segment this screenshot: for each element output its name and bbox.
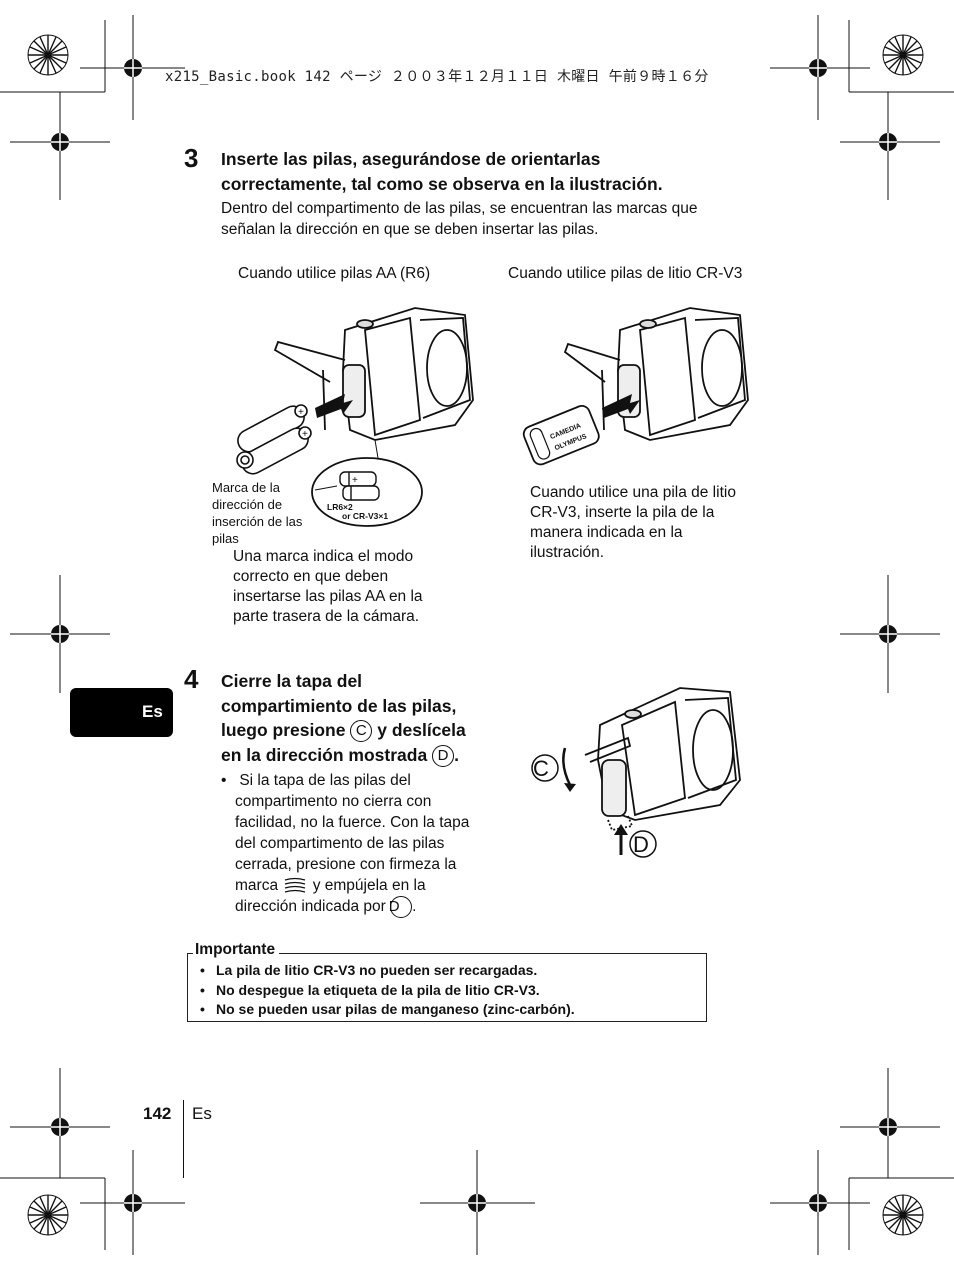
language-tab-label: Es	[142, 702, 163, 721]
step-4-bullets: Si la tapa de las pilas del compartiment…	[221, 770, 521, 918]
caption-aa-batteries: Cuando utilice pilas AA (R6)	[238, 265, 431, 282]
mark-label-line3: inserción de las	[212, 514, 303, 529]
page-number: 142	[143, 1104, 172, 1123]
step-3-number: 3	[184, 143, 199, 173]
d-direction-label: D	[633, 832, 649, 857]
mark-label-line2: dirección de	[212, 497, 283, 512]
important-item: La pila de litio CR-V3 no pueden ser rec…	[200, 961, 575, 981]
svg-text:+: +	[302, 429, 308, 440]
step-4-title-line4-text: en la dirección mostrada	[221, 744, 428, 765]
important-box	[187, 953, 707, 1022]
step-3-description: Dentro del compartimento de las pilas, s…	[221, 198, 697, 240]
d-mark-icon-small: D	[389, 896, 413, 918]
c-mark-icon: C	[350, 720, 373, 743]
note-crv3-line3: manera indicada en la	[530, 524, 683, 541]
step-4-number: 4	[184, 664, 199, 694]
step-4-title: Cierre la tapa del compartimiento de las…	[221, 669, 466, 767]
bullet-last-b: .	[412, 898, 417, 916]
step-4-title-line1: Cierre la tapa del	[221, 671, 363, 691]
camera-close-lid-illustration: C D	[531, 687, 741, 858]
language-tab: Es	[70, 688, 173, 737]
note-crv3: Cuando utilice una pila de litio CR-V3, …	[530, 483, 736, 563]
step-4-bullet: Si la tapa de las pilas del compartiment…	[221, 770, 521, 918]
svg-text:+: +	[298, 407, 304, 418]
inset-text-2: or CR-V3×1	[342, 511, 388, 521]
note-crv3-line2: CR-V3, inserte la pila de la	[530, 504, 715, 521]
step-3-title-line1: Inserte las pilas, asegurándose de orien…	[221, 149, 601, 169]
step-4-title-period: .	[454, 744, 459, 765]
step-4-title-line3a: luego presione	[221, 720, 346, 740]
bullet-marca-a: marca	[235, 877, 279, 894]
important-item: No despegue la etiqueta de la pila de li…	[200, 981, 575, 1001]
important-label: Importante	[193, 941, 280, 959]
bullet-line2: compartimento no cierra con	[235, 793, 432, 810]
note-crv3-line4: ilustración.	[530, 544, 605, 561]
bullet-line1: Si la tapa de las pilas del	[239, 772, 411, 789]
step-3-desc-line1: Dentro del compartimento de las pilas, s…	[221, 200, 698, 217]
note-aa-line3: insertarse las pilas AA en la	[233, 588, 423, 605]
step-4-title-line3b: y deslícela	[377, 720, 466, 740]
bullet-line3: facilidad, no la fuerce. Con la tapa	[235, 814, 470, 831]
camera-crv3-illustration: CAMEDIA OLYMPUS	[522, 307, 749, 466]
grip-mark-icon	[285, 877, 306, 893]
step-4-title-line2: compartimiento de las pilas,	[221, 695, 457, 716]
caption-lithium-battery: Cuando utilice pilas de litio CR-V3	[508, 265, 743, 282]
step-4-title-line4: en la dirección mostrada D.	[221, 743, 466, 768]
step-4-title-line3: luego presione C y deslícela	[221, 718, 466, 743]
bullet-line4: del compartimento de las pilas	[235, 835, 445, 852]
note-aa-line4: parte trasera de la cámara.	[233, 608, 420, 625]
note-crv3-line1: Cuando utilice una pila de litio	[530, 484, 736, 501]
important-list: La pila de litio CR-V3 no pueden ser rec…	[200, 961, 575, 1020]
bullet-last-a: dirección indicada por	[235, 898, 386, 916]
mark-label-line1: Marca de la	[212, 480, 280, 495]
book-header: x215_Basic.book 142 ページ ２００３年１２月１１日 木曜日 …	[165, 69, 709, 85]
footer-language: Es	[192, 1104, 212, 1123]
step-3-title: Inserte las pilas, asegurándose de orien…	[221, 147, 663, 196]
mark-label-line4: pilas	[212, 531, 239, 546]
note-aa-line2: correcto en que deben	[233, 568, 389, 585]
footer-divider	[183, 1100, 184, 1178]
step-3-title-line2: correctamente, tal como se observa en la…	[221, 173, 663, 194]
svg-text:+: +	[352, 475, 358, 486]
camera-aa-illustration: + + + LR6×2 or CR-V3×1	[236, 307, 474, 527]
important-item: No se pueden usar pilas de manganeso (zi…	[200, 1000, 575, 1020]
bullet-marca-b: y empújela en la	[312, 877, 426, 894]
bullet-line5: cerrada, presione con firmeza la	[235, 856, 457, 873]
c-direction-label: C	[533, 756, 549, 781]
note-aa-line1: Una marca indica el modo	[233, 548, 414, 565]
inset-text-1: LR6×2	[327, 502, 353, 512]
note-aa-mark: Una marca indica el modo correcto en que…	[233, 547, 423, 627]
d-mark-icon: D	[432, 744, 455, 767]
mark-label: Marca de la dirección de inserción de la…	[212, 479, 302, 547]
step-3-desc-line2: señalan la dirección en que se deben ins…	[221, 221, 599, 238]
